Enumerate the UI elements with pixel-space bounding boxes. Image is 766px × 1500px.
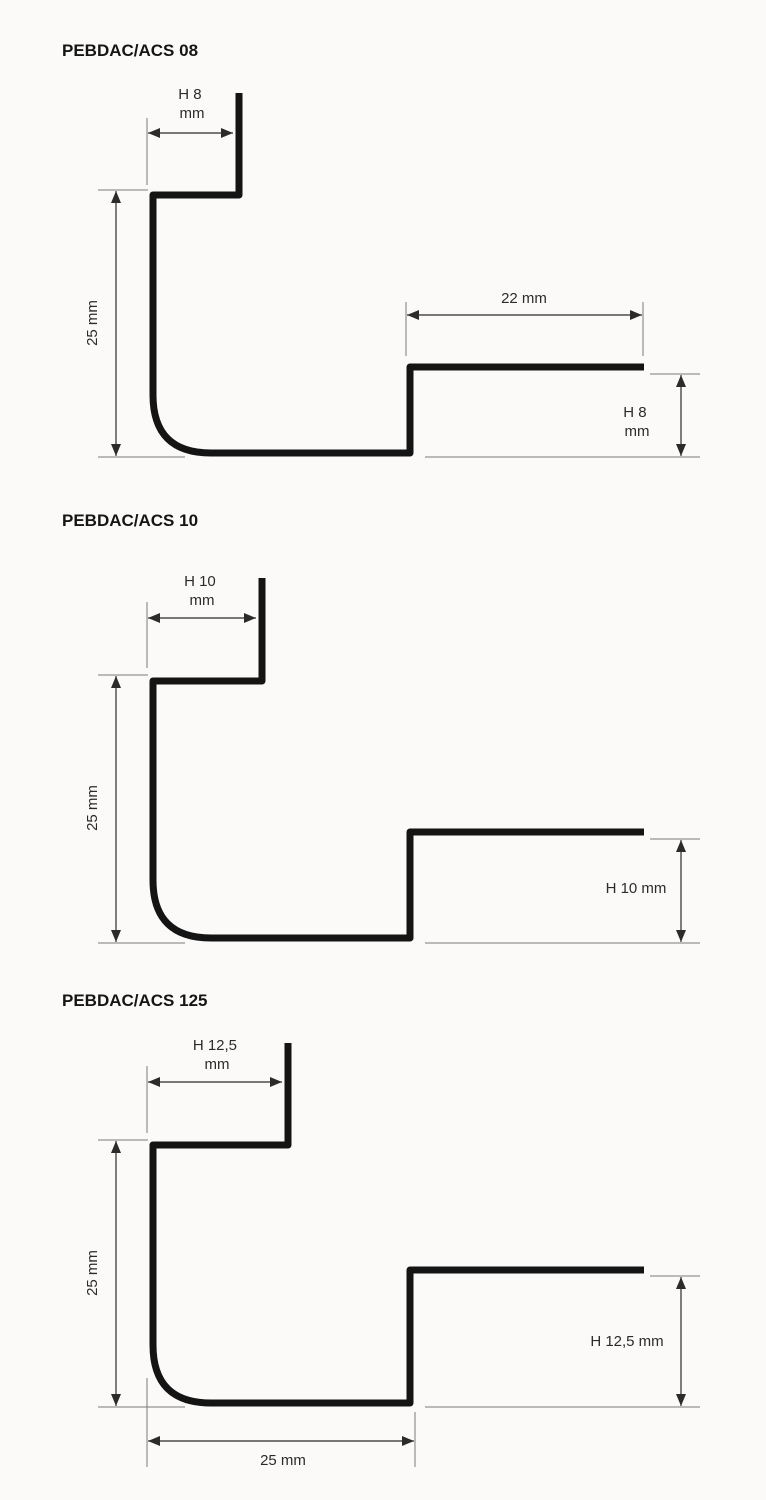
figure-pebdac-acs-08: PEBDAC/ACS 08 H 8 mm 25 mm 22 mm H 8 mm [62,41,700,458]
figure-title: PEBDAC/ACS 125 [62,991,208,1010]
dimension-label-right-height: H 10 mm [606,880,667,897]
profile-outline [149,578,644,942]
dimension-label-height: 25 mm [84,1250,101,1296]
dimension-label-height: 25 mm [84,300,101,346]
dimension-label-right-height: H 12,5 mm [590,1333,663,1350]
dimension-label-height: 25 mm [84,785,101,831]
profile-outline [149,1043,644,1407]
dimension-label-top-width: H 10 mm [184,573,220,609]
figure-pebdac-acs-10: PEBDAC/ACS 10 H 10 mm 25 mm H 10 mm [62,511,700,944]
dimension-label-bottom-width: 25 mm [260,1452,306,1469]
figure-title: PEBDAC/ACS 08 [62,41,198,60]
figure-title: PEBDAC/ACS 10 [62,511,198,530]
dimension-label-flange-length: 22 mm [501,290,547,307]
dimension-label-top-width: H 8 mm [178,86,206,122]
profile-outline [149,93,644,457]
dimension-label-right-height: H 8 mm [623,404,651,440]
figure-pebdac-acs-125: PEBDAC/ACS 125 H 12,5 mm 25 mm H 12,5 mm… [62,991,700,1469]
dimension-label-top-width: H 12,5 mm [193,1037,241,1073]
